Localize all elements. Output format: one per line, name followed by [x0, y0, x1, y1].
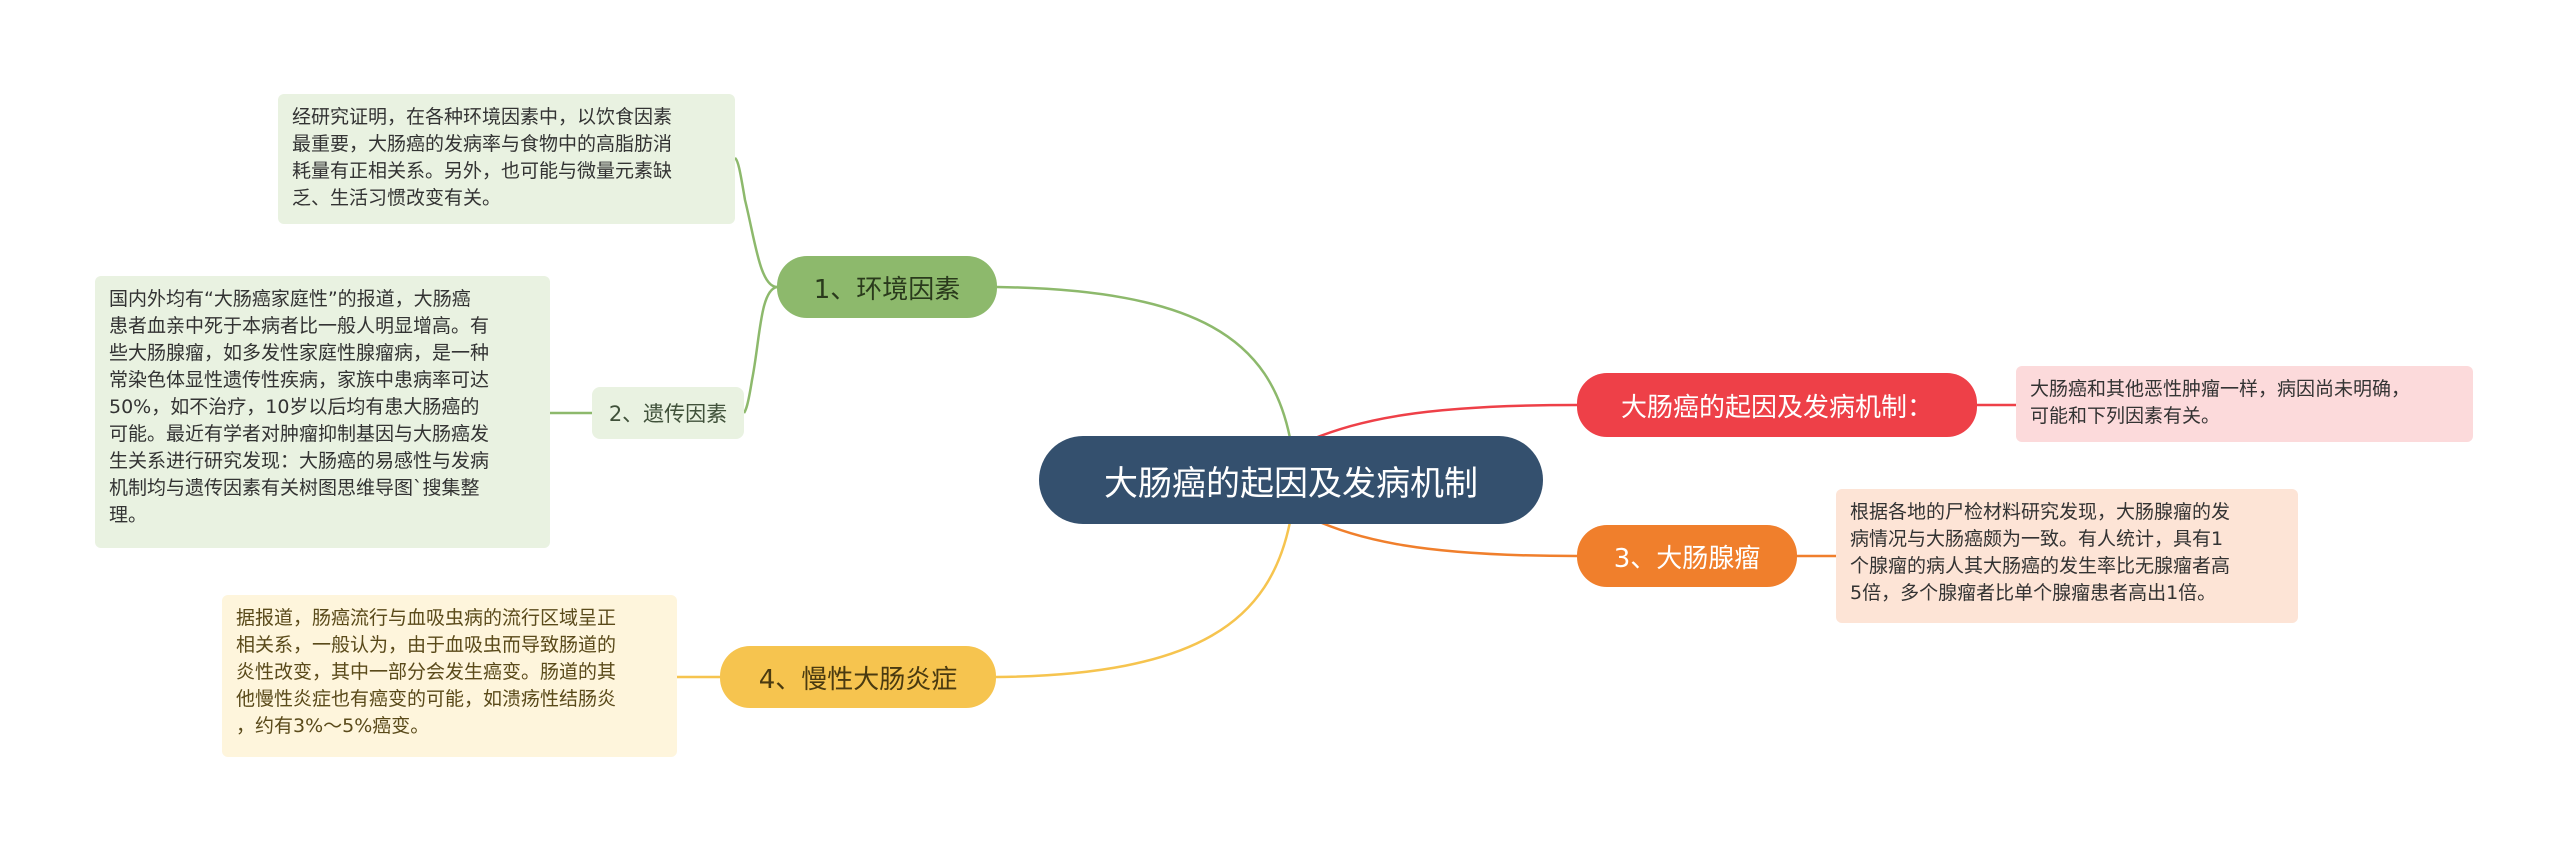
note-genetic-factors: 国内外均有“大肠癌家庭性”的报道，大肠癌 患者血亲中死于本病者比一般人明显增高。… [95, 276, 550, 548]
link-root-environment [996, 285, 1292, 439]
link-root-adenoma [1309, 516, 1578, 558]
branch-environment-factors[interactable]: 1、环境因素 [777, 256, 997, 318]
link-root-chronic [995, 521, 1292, 679]
branch-cause-mechanism[interactable]: 大肠癌的起因及发病机制： [1577, 373, 1977, 437]
note-colorectal-adenoma: 根据各地的尸检材料研究发现，大肠腺瘤的发 病情况与大肠癌颇为一致。有人统计，具有… [1836, 489, 2298, 623]
link-environment-note [734, 156, 778, 289]
branch-colorectal-adenoma[interactable]: 3、大肠腺瘤 [1577, 525, 1797, 587]
note-environment-factors: 经研究证明，在各种环境因素中，以饮食因素 最重要，大肠癌的发病率与食物中的高脂肪… [278, 94, 735, 224]
link-environment-genetic [742, 285, 778, 414]
central-topic[interactable]: 大肠癌的起因及发病机制 [1039, 436, 1543, 524]
note-chronic-colitis: 据报道，肠癌流行与血吸虫病的流行区域呈正 相关系，一般认为，由于血吸虫而导致肠道… [222, 595, 677, 757]
link-root-mechanism [1309, 403, 1578, 442]
branch-genetic-factors[interactable]: 2、遗传因素 [592, 387, 744, 439]
branch-chronic-colitis[interactable]: 4、慢性大肠炎症 [720, 646, 996, 708]
note-cause-mechanism: 大肠癌和其他恶性肿瘤一样，病因尚未明确， 可能和下列因素有关。 [2016, 366, 2473, 442]
